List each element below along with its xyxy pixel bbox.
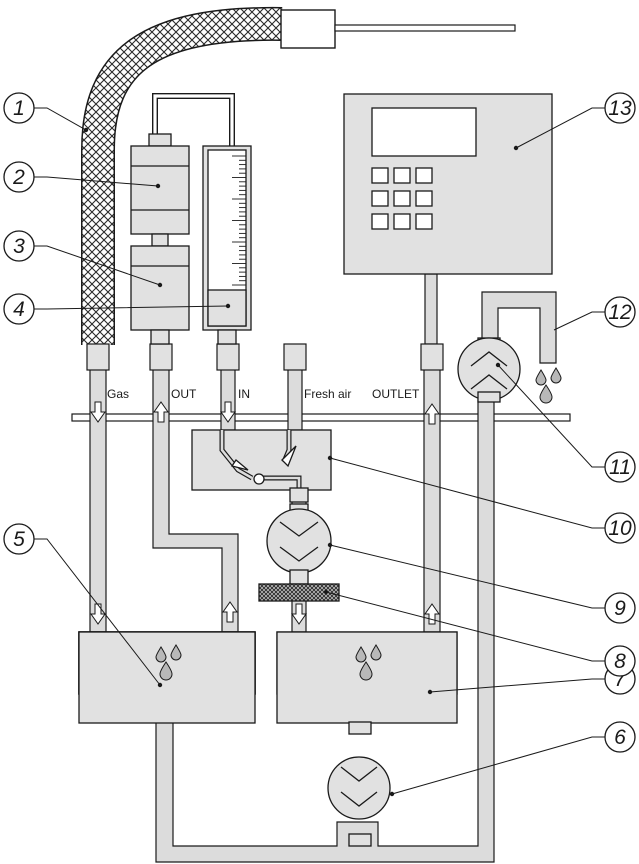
filter-assembly xyxy=(130,93,252,345)
callout-circle xyxy=(3,523,35,555)
pump-6 xyxy=(327,721,391,847)
arrow-tank7-up xyxy=(424,603,440,625)
drop-icon xyxy=(170,644,182,661)
callout-number: 13 xyxy=(608,97,632,120)
leader-lines xyxy=(34,107,605,795)
callout-number: 2 xyxy=(12,166,25,189)
key-button xyxy=(415,190,433,207)
probe-handle xyxy=(280,9,336,49)
callout-9: 9 xyxy=(604,592,636,624)
gas-sample-hose xyxy=(81,6,283,345)
callout-circle xyxy=(604,645,636,677)
callout-number: 11 xyxy=(609,456,631,479)
fitting-outlet xyxy=(420,343,444,371)
hose-fittings xyxy=(86,343,444,371)
key-button xyxy=(393,213,411,230)
drop-icon xyxy=(550,367,562,384)
callout-number: 10 xyxy=(608,517,632,540)
label-gas: Gas xyxy=(107,387,129,401)
callout-circle xyxy=(604,512,636,544)
port-labels: Gas OUT IN Fresh air OUTLET xyxy=(107,387,420,401)
valve-pivot xyxy=(253,473,265,485)
key-button xyxy=(371,190,389,207)
callout-circle xyxy=(604,592,636,624)
arrow-gas-down-lower xyxy=(90,603,106,625)
callout-circle xyxy=(604,721,636,753)
callout-11: 11 xyxy=(604,451,636,483)
arrow-pump9-down xyxy=(291,603,307,625)
filter-2 xyxy=(130,145,190,235)
callout-5: 5 xyxy=(3,523,35,555)
flow-arrows xyxy=(90,401,440,625)
fitting-fresh-air xyxy=(283,343,307,371)
callout-number: 5 xyxy=(13,528,25,551)
drop-icon xyxy=(370,644,382,661)
callout-circle xyxy=(3,230,35,262)
flowmeter-scale xyxy=(232,155,246,286)
callout-number: 4 xyxy=(13,298,25,321)
tank-lower-sections xyxy=(78,631,458,724)
callout-number: 3 xyxy=(13,235,25,258)
water-drops xyxy=(155,367,562,681)
fitting-out xyxy=(149,343,173,371)
callout-3: 3 xyxy=(3,230,35,262)
mounting-plate xyxy=(71,413,571,422)
callout-circle xyxy=(3,161,35,193)
label-out: OUT xyxy=(171,387,197,401)
arrow-tank5-up xyxy=(222,601,238,623)
display-screen xyxy=(371,107,477,157)
callout-2: 2 xyxy=(3,161,35,193)
fitting-in xyxy=(216,343,240,371)
filter-8 xyxy=(258,583,340,602)
callout-6: 6 xyxy=(604,721,636,753)
flowmeter-float xyxy=(207,289,247,327)
callout-circle xyxy=(3,92,35,124)
callout-circle xyxy=(604,296,636,328)
arrow-outlet-up xyxy=(424,403,440,425)
key-button xyxy=(371,213,389,230)
callout-13: 13 xyxy=(604,92,636,124)
callout-4: 4 xyxy=(3,293,35,325)
drop-icon xyxy=(355,646,367,663)
leader-dots xyxy=(83,127,519,797)
arrow-gas-down xyxy=(90,401,106,423)
keypad xyxy=(371,167,433,230)
callout-8: 8 xyxy=(604,645,636,677)
key-button xyxy=(415,167,433,184)
callout-number: 8 xyxy=(614,650,626,673)
label-in: IN xyxy=(238,387,250,401)
callout-number: 6 xyxy=(614,726,626,749)
drop-icon xyxy=(539,384,553,404)
callout-number: 1 xyxy=(13,97,25,120)
arrow-in-down xyxy=(220,401,236,423)
drop-icon xyxy=(159,661,173,681)
label-fresh-air: Fresh air xyxy=(304,387,351,401)
pump-9 xyxy=(266,503,332,585)
key-button xyxy=(393,167,411,184)
key-button xyxy=(393,190,411,207)
control-unit-13 xyxy=(343,93,553,275)
key-button xyxy=(415,213,433,230)
callout-circle xyxy=(604,451,636,483)
pump-11 xyxy=(457,337,521,403)
key-button xyxy=(371,167,389,184)
callout-circle xyxy=(3,293,35,325)
filter-3 xyxy=(130,245,190,331)
callout-number: 9 xyxy=(614,597,626,620)
callout-number: 12 xyxy=(608,301,632,324)
fitting-gas xyxy=(86,343,110,371)
valve-block-10 xyxy=(191,429,332,503)
label-outlet: OUTLET xyxy=(372,387,420,401)
arrow-out-up xyxy=(153,401,169,423)
drop-icon xyxy=(359,661,373,681)
probe-tip xyxy=(334,24,516,32)
callout-circle xyxy=(604,92,636,124)
callout-10: 10 xyxy=(604,512,636,544)
callout-1: 1 xyxy=(3,92,35,124)
drop-icon xyxy=(535,369,547,386)
drop-icon xyxy=(155,646,167,663)
callout-12: 12 xyxy=(604,296,636,328)
